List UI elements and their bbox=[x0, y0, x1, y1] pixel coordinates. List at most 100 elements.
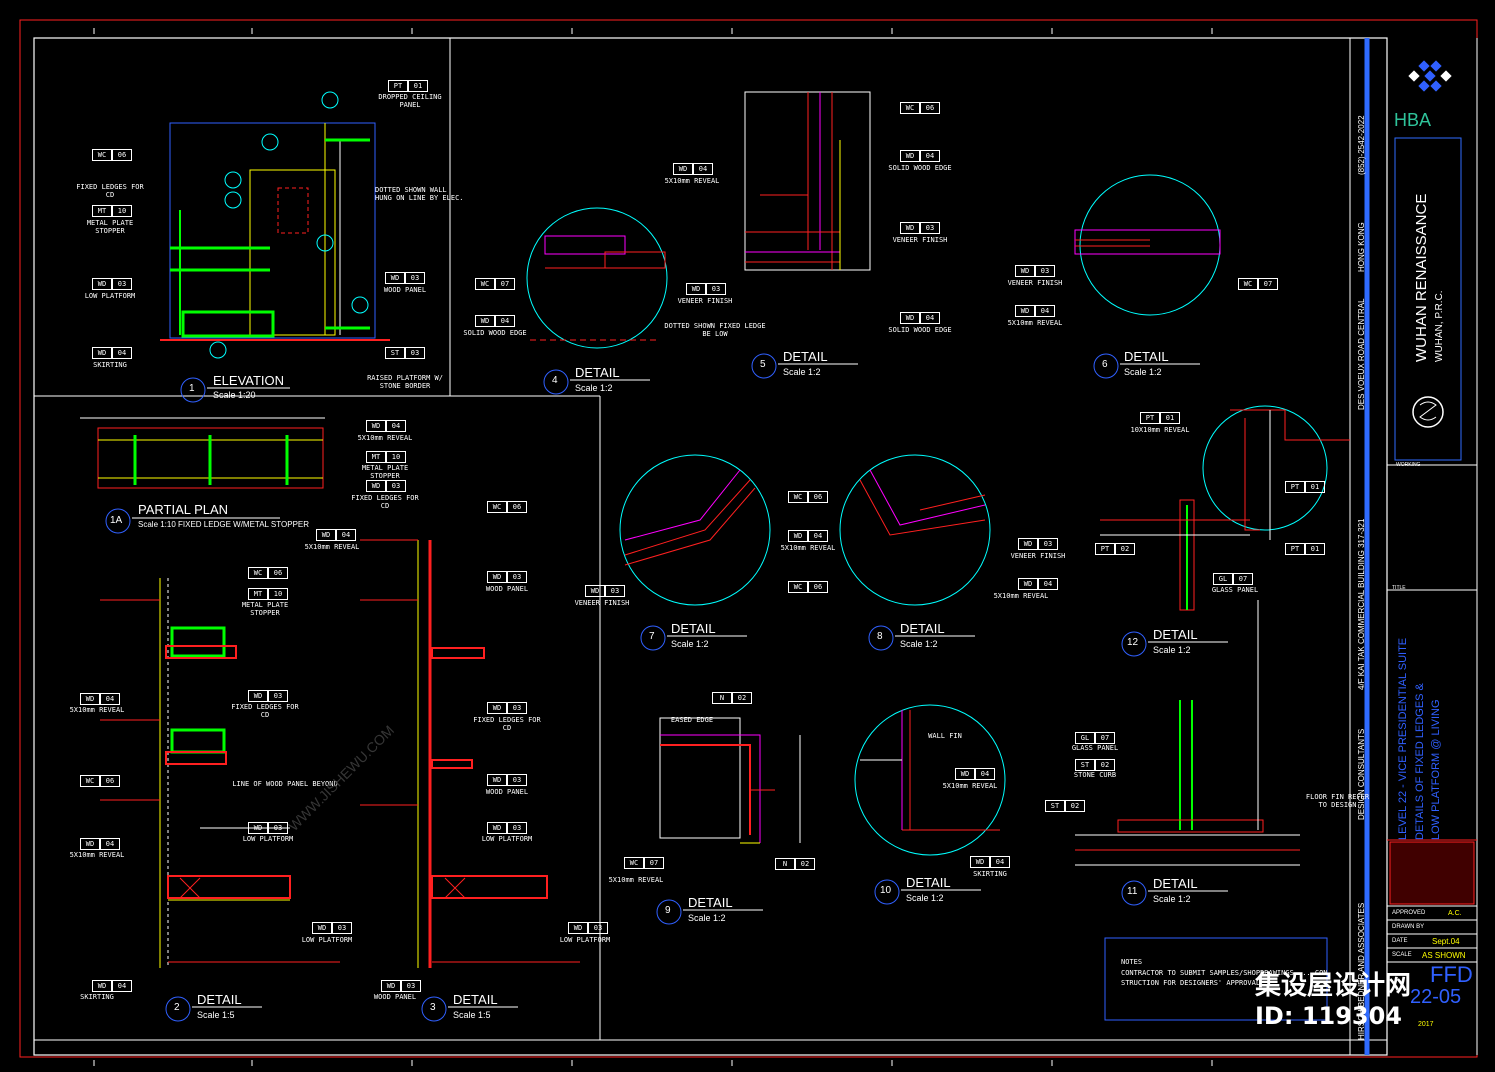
view-scale-11: Scale 1:2 bbox=[1153, 894, 1191, 904]
watermark-brand: 集设屋设计网 bbox=[1255, 971, 1412, 1001]
view-title-11: DETAIL bbox=[1153, 876, 1198, 891]
tag-wd04-d3-note: 5X10mm REVEAL bbox=[304, 543, 360, 551]
dotted-showwall-note: DOTTED SHOWN WALL HUNG ON LINE BY ELEC. bbox=[375, 186, 464, 202]
tag-gl07-d12-note: GLASS PANEL bbox=[1211, 586, 1259, 594]
view-title-9: DETAIL bbox=[688, 895, 733, 910]
view-num-3: 3 bbox=[430, 1002, 436, 1013]
title-block-frame bbox=[1387, 137, 1477, 963]
notes-heading: NOTES bbox=[1121, 958, 1143, 966]
tag-wd03-woodpanel-note: WOOD PANEL bbox=[383, 286, 427, 294]
tag-mt10-1a-note: METAL PLATE STOPPER bbox=[361, 464, 409, 480]
line-wood-note: LINE OF WOOD PANEL BEYOND bbox=[232, 780, 338, 788]
tag-wc07-d9-note: 5X10mm REVEAL bbox=[608, 876, 664, 884]
project-location: WUHAN, P.R.C. bbox=[1434, 290, 1445, 363]
view-marker-7 bbox=[640, 625, 747, 651]
tag-wd04-d5-note: SOLID WOOD EDGE bbox=[888, 164, 952, 172]
notes-line-1: CONTRACTOR TO SUBMIT SAMPLES/SHOPDRAWING… bbox=[1121, 969, 1332, 977]
sheet-number: 22-05 bbox=[1410, 986, 1462, 1008]
tag-st02-d11-note: STONE CURB bbox=[1073, 771, 1117, 779]
tag-wd03-d3e-note: LOW PLATFORM bbox=[559, 936, 611, 944]
view-marker-10 bbox=[874, 879, 981, 905]
watermark-id: ID: 119304 bbox=[1255, 1002, 1403, 1030]
view-scale-10: Scale 1:2 bbox=[906, 893, 944, 903]
tag-wd03-d3-note: WOOD PANEL bbox=[485, 585, 529, 593]
tag-st03-note: RAISED PLATFORM W/ STONE BORDER bbox=[367, 374, 443, 390]
tag-wd03-d8-note: VENEER FINISH bbox=[1010, 552, 1066, 560]
view-scale-3: Scale 1:5 bbox=[453, 1010, 491, 1020]
renaissance-logo-icon bbox=[1412, 396, 1444, 428]
detail-10-drawing bbox=[854, 704, 1006, 856]
view-num-7: 7 bbox=[649, 631, 655, 642]
view-markers bbox=[105, 353, 1228, 1022]
view-scale-1a: Scale 1:10 FIXED LEDGE W/METAL STOPPER bbox=[138, 520, 310, 529]
view-num-12: 12 bbox=[1127, 637, 1139, 648]
tag-wd03-1a-note: FIXED LEDGES FOR CD bbox=[351, 494, 419, 510]
view-num-4: 4 bbox=[552, 375, 558, 386]
view-title-10: DETAIL bbox=[906, 875, 951, 890]
tag-gl07-d11-note: GLASS PANEL bbox=[1071, 744, 1119, 752]
address-phone: (852)-2542-2022 bbox=[1357, 115, 1366, 175]
view-marker-3 bbox=[421, 996, 518, 1022]
view-num-1: 1 bbox=[189, 383, 195, 394]
tag-wd03-d6-note: VENEER FINISH bbox=[1007, 279, 1063, 287]
view-marker-12 bbox=[1121, 631, 1228, 657]
tag-wd03-d3d-note: LOW PLATFORM bbox=[481, 835, 533, 843]
view-marker-5 bbox=[751, 353, 858, 379]
tag-wd03-lowplatform-note: LOW PLATFORM bbox=[84, 292, 136, 300]
notes-box bbox=[1104, 937, 1328, 1021]
detail-11-drawing bbox=[1075, 600, 1300, 866]
elevation-drawing bbox=[160, 91, 390, 359]
tag-wd04-d10b-note: SKIRTING bbox=[973, 870, 1007, 878]
view-title-5: DETAIL bbox=[783, 349, 828, 364]
tag-n02-d9-note: EASED EDGE bbox=[670, 716, 714, 724]
tag-wd03-d3c-note: WOOD PANEL bbox=[485, 788, 529, 796]
detail-8-drawing bbox=[839, 454, 991, 606]
tag-wd04-d8-note: 5X10mm REVEAL bbox=[993, 592, 1049, 600]
tag-wd03-d3b-note: FIXED LEDGES FOR CD bbox=[473, 716, 541, 732]
detail-9-drawing bbox=[659, 717, 801, 844]
view-title-6: DETAIL bbox=[1124, 349, 1169, 364]
view-marker-1a bbox=[105, 508, 280, 534]
approved-value: A.C. bbox=[1448, 910, 1462, 917]
tag-mt10-note: METAL PLATE STOPPER bbox=[86, 219, 134, 235]
view-title-1a: PARTIAL PLAN bbox=[138, 502, 229, 517]
notes-line-2: STRUCTION FOR DESIGNERS' APPROVAL. bbox=[1121, 979, 1265, 987]
detail-6-drawing bbox=[1074, 174, 1221, 316]
consultants: DESIGN CONSULTANTS bbox=[1357, 728, 1366, 820]
tag-wd04-solidedge-d4-note: SOLID WOOD EDGE bbox=[463, 329, 527, 337]
dotted-line-note-d4: DOTTED SHOWN FIXED LEDGE BE LOW bbox=[664, 322, 766, 338]
tag-pt01-note: DROPPED CEILING PANEL bbox=[378, 93, 442, 109]
